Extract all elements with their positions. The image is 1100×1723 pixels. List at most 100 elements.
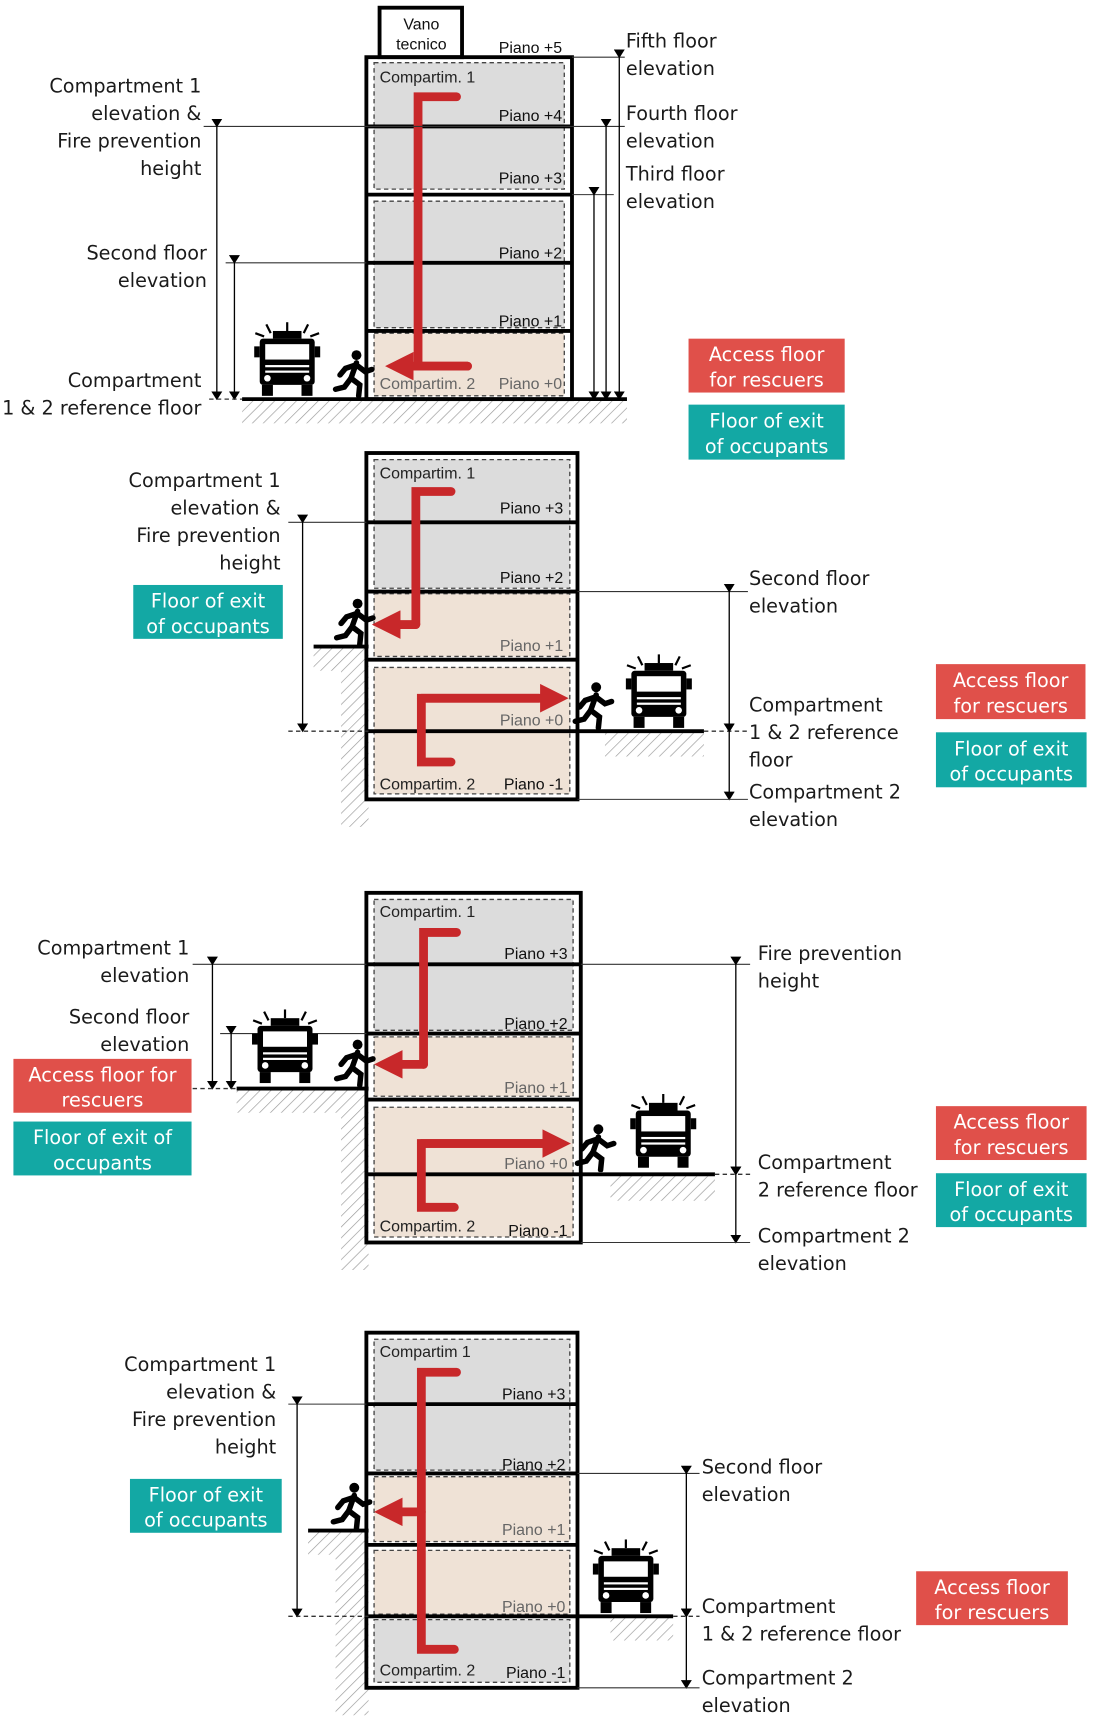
reference-floor-label: Compartment <box>702 1595 836 1618</box>
fifth-floor-label: Fifth floor <box>626 29 717 52</box>
badge-text: for rescuers <box>709 368 823 391</box>
floor-label: Piano +0 <box>502 1599 565 1616</box>
badge-text: for rescuers <box>954 1136 1068 1159</box>
floor-label: Piano +0 <box>500 713 563 730</box>
badge-box <box>935 732 1087 788</box>
comp1-elevation-label: Compartment 1 <box>129 469 281 492</box>
floor-label: Piano +0 <box>504 1156 567 1173</box>
badge-text: Access floor <box>953 1111 1069 1134</box>
floor-label: Piano +3 <box>500 500 563 517</box>
fourth-floor-label: elevation <box>626 129 715 152</box>
badge-box <box>688 404 845 460</box>
reference-floor-label: Compartment <box>758 1151 892 1174</box>
floor-label: Piano +2 <box>500 570 563 587</box>
ground-hatch <box>236 1088 715 1270</box>
compartment-label: Compartim. 1 <box>380 465 476 482</box>
badge-box <box>935 1173 1087 1228</box>
compartment-label: Compartim. 1 <box>380 904 476 921</box>
comp1-elevation-label: Fire prevention <box>132 1408 276 1431</box>
compartment-label: Compartim 1 <box>380 1344 471 1361</box>
fire-prevention-height-label: height <box>758 969 820 992</box>
compartment-zone <box>373 1549 571 1615</box>
compartment-zone <box>373 1106 574 1238</box>
comp1-elevation-label: height <box>140 157 202 180</box>
comp1-elevation-label: elevation & <box>170 497 280 520</box>
floor-label: Piano +5 <box>499 40 562 57</box>
building-outline <box>364 890 583 1245</box>
badge-text: of occupants <box>144 1509 268 1532</box>
ground-hatch <box>308 1530 674 1716</box>
badge-text: for rescuers <box>935 1601 1049 1624</box>
second-floor-label: elevation <box>118 269 207 292</box>
comp1-elevation-label: Compartment 1 <box>124 1353 276 1376</box>
badge-box <box>916 1571 1068 1626</box>
ground-hatch <box>313 646 704 827</box>
comp2-elevation-label: elevation <box>702 1694 791 1717</box>
floor-label: Piano +3 <box>504 946 567 963</box>
second-floor-label: elevation <box>749 594 838 617</box>
floor-label: Piano +1 <box>504 1080 567 1097</box>
fire-truck-icon <box>253 322 322 397</box>
reference-floor-label: Compartment <box>749 693 883 716</box>
floor-label: Piano +2 <box>499 245 562 262</box>
tech-room-label: tecnico <box>396 36 447 53</box>
tech-room-box <box>377 5 464 60</box>
badge-box <box>133 584 283 639</box>
floor-label: Piano +1 <box>502 1522 565 1539</box>
badge-text: Access floor <box>953 669 1069 692</box>
second-floor-label: Second floor <box>702 1455 823 1478</box>
escape-route-arrow <box>411 487 456 629</box>
reference-floor-label: 1 & 2 reference floor <box>702 1623 901 1646</box>
comp2-elevation-label: elevation <box>749 808 838 831</box>
badge-text: Access floor <box>709 343 825 366</box>
badge-text: Access floor <box>934 1576 1050 1599</box>
floor-label: Piano +1 <box>500 638 563 655</box>
comp2-elevation-label: elevation <box>758 1252 847 1275</box>
building-outline <box>364 1330 580 1690</box>
running-person-icon <box>575 682 611 728</box>
fifth-floor-label: elevation <box>626 57 715 80</box>
comp1-elevation-label: Fire prevention <box>136 524 280 547</box>
badge-box <box>688 338 845 393</box>
floor-label: Piano +0 <box>499 376 562 393</box>
reference-floor-label: floor <box>749 748 793 771</box>
fire-prevention-height-label: Fire prevention <box>758 942 902 965</box>
floor-label: Piano +2 <box>504 1016 567 1033</box>
comp1-elevation-label: Fire prevention <box>57 129 201 152</box>
badge-text: occupants <box>53 1151 152 1174</box>
comp1-elevation-label: elevation & <box>166 1381 276 1404</box>
floor-label: Piano +1 <box>499 314 562 331</box>
tech-room-label: Vano <box>403 17 439 34</box>
badge-box <box>935 1106 1087 1161</box>
third-floor-label: Third floor <box>625 162 725 185</box>
third-floor-label: elevation <box>626 190 715 213</box>
comp1-elevation-label: elevation & <box>91 102 201 125</box>
building-outline <box>364 451 580 802</box>
ground-hatch <box>242 399 627 424</box>
compartment-label: Compartim. 2 <box>380 1663 476 1680</box>
floor-label: Piano -1 <box>506 1665 565 1682</box>
floor-label: Piano +3 <box>502 1387 565 1404</box>
reference-floor-label: 1 & 2 reference <box>749 721 899 744</box>
floor-label: Piano +2 <box>502 1457 565 1474</box>
badge-text: Floor of exit <box>149 1483 264 1506</box>
badge-text: of occupants <box>146 615 270 638</box>
floor-label: Piano -1 <box>508 1223 567 1240</box>
badge-text: of occupants <box>705 435 829 458</box>
comp2-elevation-label: Compartment 2 <box>758 1224 910 1247</box>
second-floor-label: elevation <box>702 1483 791 1506</box>
comp1-elevation-label: Compartment 1 <box>49 74 201 97</box>
comp1-elevation-label: height <box>215 1436 277 1459</box>
comp1-elevation-label: elevation <box>100 964 189 987</box>
badge-text: Floor of exit <box>954 1178 1069 1201</box>
fire-truck-icon <box>591 1539 660 1615</box>
badge-text: of occupants <box>950 763 1074 786</box>
compartment-label: Compartim. 1 <box>380 69 476 86</box>
compartment-label: Compartim. 2 <box>380 776 476 793</box>
second-floor-label: Second floor <box>86 241 207 264</box>
badge-text: Floor of exit <box>709 410 824 433</box>
running-person-icon <box>577 1124 613 1170</box>
badge-text: of occupants <box>950 1203 1074 1226</box>
reference-floor-label: 2 reference floor <box>758 1178 918 1201</box>
